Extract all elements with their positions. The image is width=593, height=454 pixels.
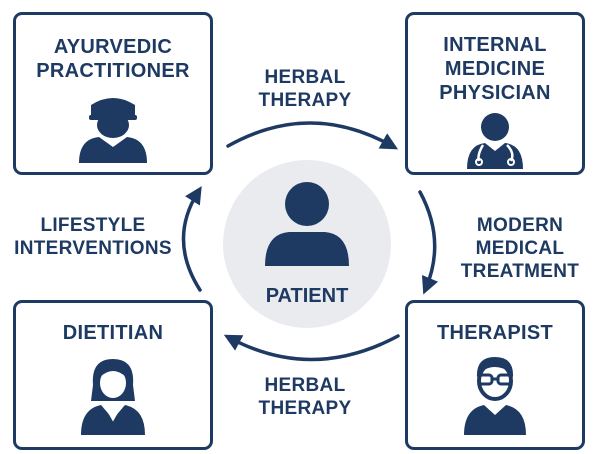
patient-label: PATIENT <box>265 285 349 307</box>
flow-label-bottom: HERBAL THERAPY <box>258 375 352 419</box>
card-internal-medicine-physician: INTERNAL MEDICINE PHYSICIAN <box>405 12 585 175</box>
arrow-bottom <box>223 334 400 362</box>
doctor-cap-icon <box>79 98 147 163</box>
therapist-label: THERAPIST <box>436 322 554 344</box>
dietitian-label: DIETITIAN <box>62 322 164 344</box>
woman-professional-icon <box>81 359 145 435</box>
arrow-right <box>418 190 439 295</box>
arrow-left <box>181 186 202 292</box>
physician-stethoscope-icon <box>467 113 523 169</box>
internal-medicine-physician-label: INTERNAL MEDICINE PHYSICIAN <box>439 34 551 104</box>
arrow-top <box>226 121 399 150</box>
flow-label-left: LIFESTYLE INTERVENTIONS <box>14 215 172 259</box>
card-ayurvedic-practitioner: AYURVEDIC PRACTITIONER <box>13 12 213 175</box>
person-icon <box>265 182 349 266</box>
man-glasses-icon <box>464 357 526 435</box>
card-therapist: THERAPIST <box>405 300 585 450</box>
card-dietitian: DIETITIAN <box>13 300 213 450</box>
patient-circle: PATIENT <box>223 160 391 328</box>
flow-label-top: HERBAL THERAPY <box>258 67 352 111</box>
flow-label-right: MODERN MEDICAL TREATMENT <box>460 215 580 282</box>
ayurvedic-practitioner-label: AYURVEDIC PRACTITIONER <box>36 36 190 82</box>
